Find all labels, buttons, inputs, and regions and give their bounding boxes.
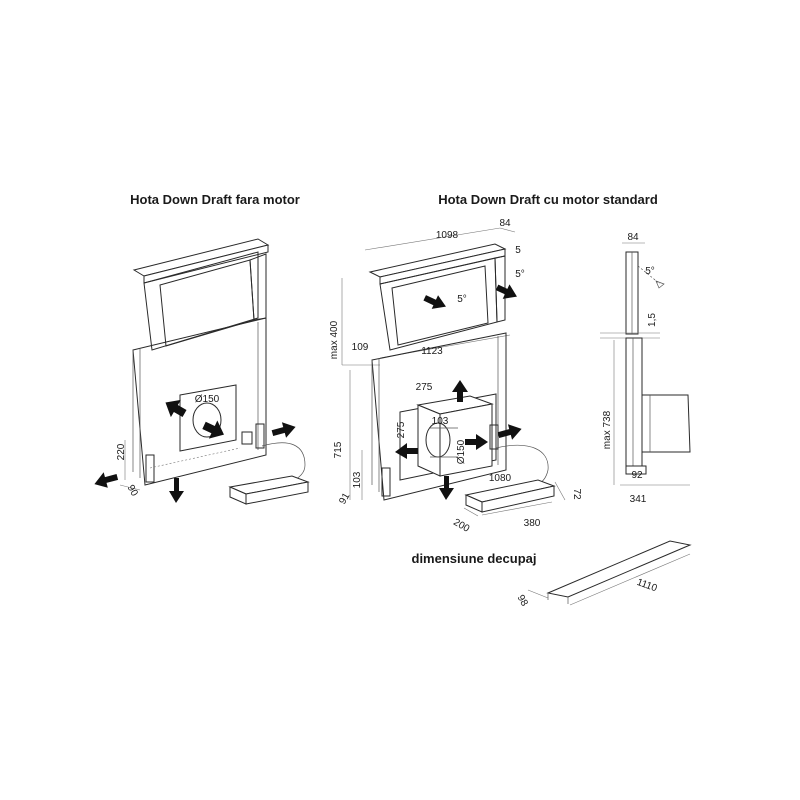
main-body — [132, 317, 267, 486]
glass-inner — [391, 265, 489, 346]
dim-duct: Ø150 — [195, 394, 220, 405]
dim-angle: 5° — [645, 266, 655, 277]
fan-box-front — [245, 481, 309, 505]
arrow-top-right — [495, 284, 517, 299]
dim-depth: 98 — [515, 593, 530, 609]
arrow-right — [497, 424, 522, 440]
foot-right — [255, 423, 265, 449]
dim-box-len: 1080 — [489, 473, 512, 484]
dim-width: 1110 — [635, 577, 659, 595]
angle-line — [637, 265, 661, 285]
dim-motor-d: 275 — [396, 421, 407, 438]
main-body — [371, 332, 507, 501]
arrow-left — [395, 443, 418, 459]
dim-width-mid: 1123 — [421, 346, 443, 357]
hood-with-motor: 1098 84 5 5° 5° max 400 109 1123 275 275… — [329, 218, 582, 535]
arrow-down — [169, 478, 184, 503]
dim-line-depth — [527, 589, 549, 599]
dim-angle-small: 5 — [515, 245, 521, 256]
dim-top: 84 — [627, 232, 639, 243]
dim-motor-duct: Ø150 — [456, 439, 467, 464]
back-plate — [179, 384, 237, 452]
lower-body — [625, 337, 643, 467]
top-cap-front — [143, 244, 269, 284]
dim-bottom: 92 — [631, 470, 643, 481]
side-view: 84 5° 1,5 max 738 92 341 — [600, 232, 691, 505]
arrow-left-duct — [165, 399, 187, 418]
dim-depth-top: 84 — [499, 218, 511, 229]
dim-max-height: max 400 — [329, 320, 340, 359]
dim-line-width — [569, 553, 691, 606]
dim-angle-right: 5° — [515, 269, 525, 280]
glass-panel — [143, 251, 259, 351]
cable — [261, 442, 306, 483]
dim-total: 341 — [630, 494, 647, 505]
dim-depth: 90 — [125, 483, 140, 499]
angle-mark — [655, 280, 665, 289]
dim-height: 220 — [116, 443, 127, 460]
cutout: 1110 98 — [515, 540, 692, 609]
dim-side: 109 — [352, 342, 369, 353]
dim-angle-glass: 5° — [457, 294, 467, 305]
foot-left — [145, 454, 155, 483]
arrow-glass — [423, 295, 446, 309]
duct-circle — [192, 402, 222, 438]
title-right: Hota Down Draft cu motor standard — [438, 192, 658, 207]
dim-foot: 91 — [337, 491, 352, 507]
arrow-right — [271, 422, 296, 438]
dim-box-h: 72 — [571, 488, 582, 500]
dim-max-height: max 738 — [602, 410, 613, 449]
cutout-shape — [546, 540, 692, 598]
dim-line-84 — [499, 227, 516, 233]
arrow-bottom-left — [94, 472, 119, 488]
dim-line-depth — [119, 484, 141, 491]
glass-side — [494, 255, 506, 323]
arrow-right-duct — [202, 420, 224, 439]
arrow-down — [439, 476, 454, 500]
base-line — [149, 447, 241, 469]
arrow-up — [452, 380, 468, 402]
base — [625, 465, 647, 475]
title-left: Hota Down Draft fara motor — [130, 192, 300, 207]
dim-body-height: 715 — [333, 441, 344, 458]
dim-gap: 1,5 — [647, 313, 658, 327]
dim-box-d: 200 — [451, 517, 471, 535]
arrow-in — [465, 434, 488, 450]
fan-box-front — [481, 485, 555, 513]
dim-base-h: 103 — [352, 471, 363, 488]
dim-line-72 — [554, 481, 566, 501]
hood-without-motor: Ø150 220 90 — [94, 238, 310, 505]
motor-block — [641, 394, 691, 453]
dim-box-w: 380 — [524, 518, 541, 529]
dim-motor-w: 275 — [416, 382, 433, 393]
dim-line-380 — [481, 501, 553, 516]
foot-right — [489, 424, 499, 450]
dim-line-1098 — [364, 227, 501, 251]
dim-line-200 — [463, 507, 479, 517]
dim-motor-inner: 103 — [432, 416, 449, 427]
foot-left — [381, 467, 391, 497]
dim-width-top: 1098 — [436, 230, 459, 241]
title-cutout: dimensiune decupaj — [412, 551, 537, 566]
connector — [241, 431, 253, 445]
